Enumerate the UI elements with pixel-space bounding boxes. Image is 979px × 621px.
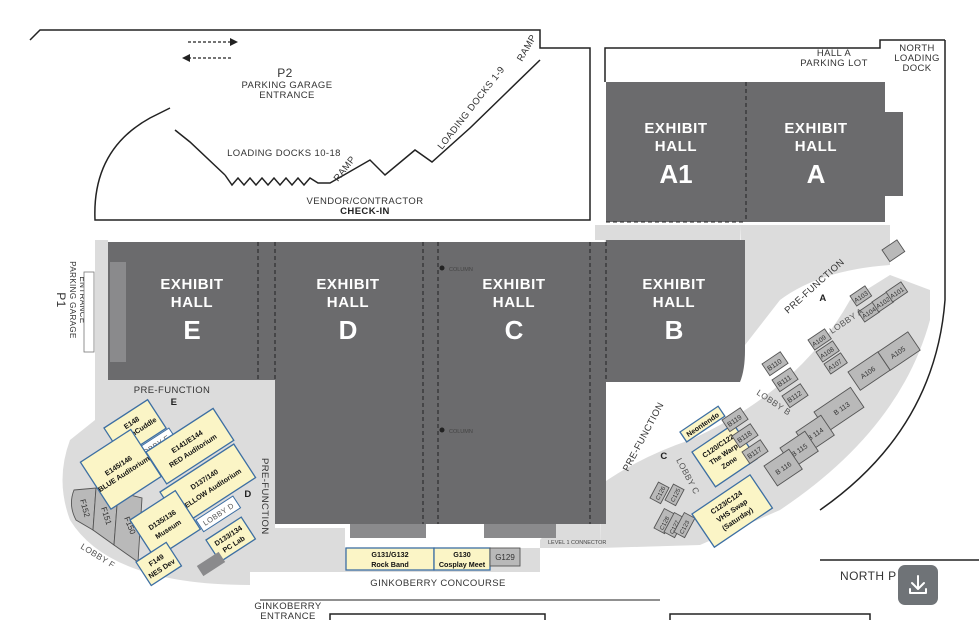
hall-d-dock — [350, 524, 426, 538]
hall-d-line1: EXHIBIT — [316, 276, 379, 293]
hall-a-line2: HALL — [795, 138, 837, 155]
hall-a-shape — [746, 82, 885, 222]
corridor-top — [595, 225, 605, 240]
p2-line2: PARKING GARAGE — [242, 80, 333, 91]
lobby-b-rooms: B110 B111 B112 B119 B118 B117 B 113 B 11… — [721, 351, 865, 487]
room-c123-c124: C123/C124 VHS Swap (Saturday) — [691, 473, 774, 549]
download-button[interactable] — [898, 565, 938, 605]
loading-dock-sawtooth — [224, 59, 541, 187]
hall-a-stage — [885, 112, 903, 196]
prefunction-d-letter: D — [244, 489, 251, 500]
hall-a1-line1: EXHIBIT — [644, 120, 707, 137]
east-edge — [819, 40, 946, 511]
p2-line3: ENTRANCE — [259, 90, 314, 101]
prefunction-d-label: PRE-FUNCTION — [259, 458, 270, 535]
hall-a-letter: A — [807, 159, 826, 189]
svg-text:PARKING GARAGE: PARKING GARAGE — [68, 261, 77, 338]
prefunction-e-label: PRE-FUNCTION — [134, 385, 211, 396]
hall-a1-line2: HALL — [655, 138, 697, 155]
prefunction-c-letter: C — [660, 451, 667, 462]
hall-e-shape — [108, 242, 278, 380]
hall-e-line2: HALL — [171, 294, 213, 311]
hall-b-line1: EXHIBIT — [642, 276, 705, 293]
room-d133: D133/134 PC Lab — [205, 516, 257, 563]
hall-c-line1: EXHIBIT — [482, 276, 545, 293]
hall-a-front — [740, 225, 890, 345]
hall-a1-shape — [606, 82, 746, 222]
north-dock-label-3: DOCK — [902, 63, 931, 74]
hall-d-shape — [275, 242, 428, 524]
room-g129: G129 — [489, 547, 521, 567]
ramp-top-label: RAMP — [515, 33, 539, 64]
hall-a-parking-outline — [604, 39, 945, 82]
room-g130: G130 Cosplay Meet — [433, 547, 491, 571]
north-dock-label-1: NORTH — [899, 43, 935, 54]
north-dock-label-2: LOADING — [894, 53, 940, 64]
ginkoberry-entrance-label-1: GINKOBERRY — [254, 601, 321, 612]
level1-connector-label: LEVEL 1 CONNECTOR — [548, 540, 606, 546]
loading-docks-10-18-label: LOADING DOCKS 10-18 — [227, 148, 341, 159]
hall-e-letter: E — [183, 315, 200, 345]
svg-text:G129: G129 — [495, 553, 515, 562]
checkin-label: CHECK-IN — [340, 206, 390, 217]
hall-b-shape — [590, 240, 745, 524]
lobby-f-desk — [196, 551, 226, 577]
hall-a1-letter: A1 — [659, 159, 692, 189]
ginkoberry-entrance-label-2: ENTRANCE — [260, 611, 315, 621]
lobby-c-gray-rooms: C126 C125 C128 C127 C123 — [649, 481, 696, 539]
room-e141: E141/E144 RED Auditorium — [145, 407, 235, 485]
south-curb-2 — [669, 613, 871, 620]
p1-door — [83, 271, 95, 353]
svg-text:G130: G130 — [453, 550, 471, 559]
column-marker-top — [439, 265, 445, 271]
hall-c-letter: C — [505, 315, 524, 345]
p2-label: P2 — [277, 66, 292, 80]
hall-d-line2: HALL — [327, 294, 369, 311]
hall-a-parking-label-2: PARKING LOT — [800, 58, 868, 69]
hall-d-letter: D — [339, 315, 358, 345]
loading-docks-1-9-label: LOADING DOCKS 1-9 — [436, 64, 508, 151]
loading-dock-left-ramp — [174, 129, 226, 176]
hall-c-dock — [484, 524, 556, 538]
column-marker-bottom — [439, 427, 445, 433]
hall-b-letter: B — [665, 315, 684, 345]
hall-a-line1: EXHIBIT — [784, 120, 847, 137]
north-plaza-label: NORTH P — [840, 569, 897, 583]
svg-text:Cosplay Meet: Cosplay Meet — [439, 560, 486, 569]
hall-e-line1: EXHIBIT — [160, 276, 223, 293]
traffic-arrow — [182, 38, 238, 62]
svg-text:Rock Band: Rock Band — [371, 560, 409, 569]
room-g131: G131/G132 Rock Band — [345, 547, 435, 571]
prefunction-a-letter: A — [819, 293, 826, 304]
lobby-f-rooms: F152 F151 F150 — [71, 487, 143, 563]
ginkoberry-concourse-label: GINKOBERRY CONCOURSE — [370, 578, 505, 589]
hall-e-side — [110, 262, 126, 362]
download-icon — [909, 575, 927, 594]
site-outline-north — [29, 29, 591, 221]
hall-a-parking-label-1: HALL A — [817, 48, 852, 59]
column-label-bottom: COLUMN — [449, 429, 473, 435]
svg-text:P1: P1 — [54, 292, 68, 307]
hall-b-line2: HALL — [653, 294, 695, 311]
prefunction-e-letter: E — [171, 397, 178, 408]
hall-c-shape — [428, 242, 590, 524]
room-d135: D135/136 Museum — [129, 489, 202, 560]
south-curb — [329, 613, 546, 620]
svg-text:ENTRANCE: ENTRANCE — [78, 276, 87, 323]
p1-label: P1 PARKING GARAGE ENTRANCE — [54, 261, 87, 338]
room-f149: F149 NES Dev — [135, 541, 183, 587]
room-e145: E145/146 BLUE Auditorium — [79, 428, 163, 511]
vendor-label: VENDOR/CONTRACTOR — [307, 196, 424, 207]
svg-text:G131/G132: G131/G132 — [371, 550, 408, 559]
hall-c-line2: HALL — [493, 294, 535, 311]
column-label-top: COLUMN — [449, 267, 473, 273]
